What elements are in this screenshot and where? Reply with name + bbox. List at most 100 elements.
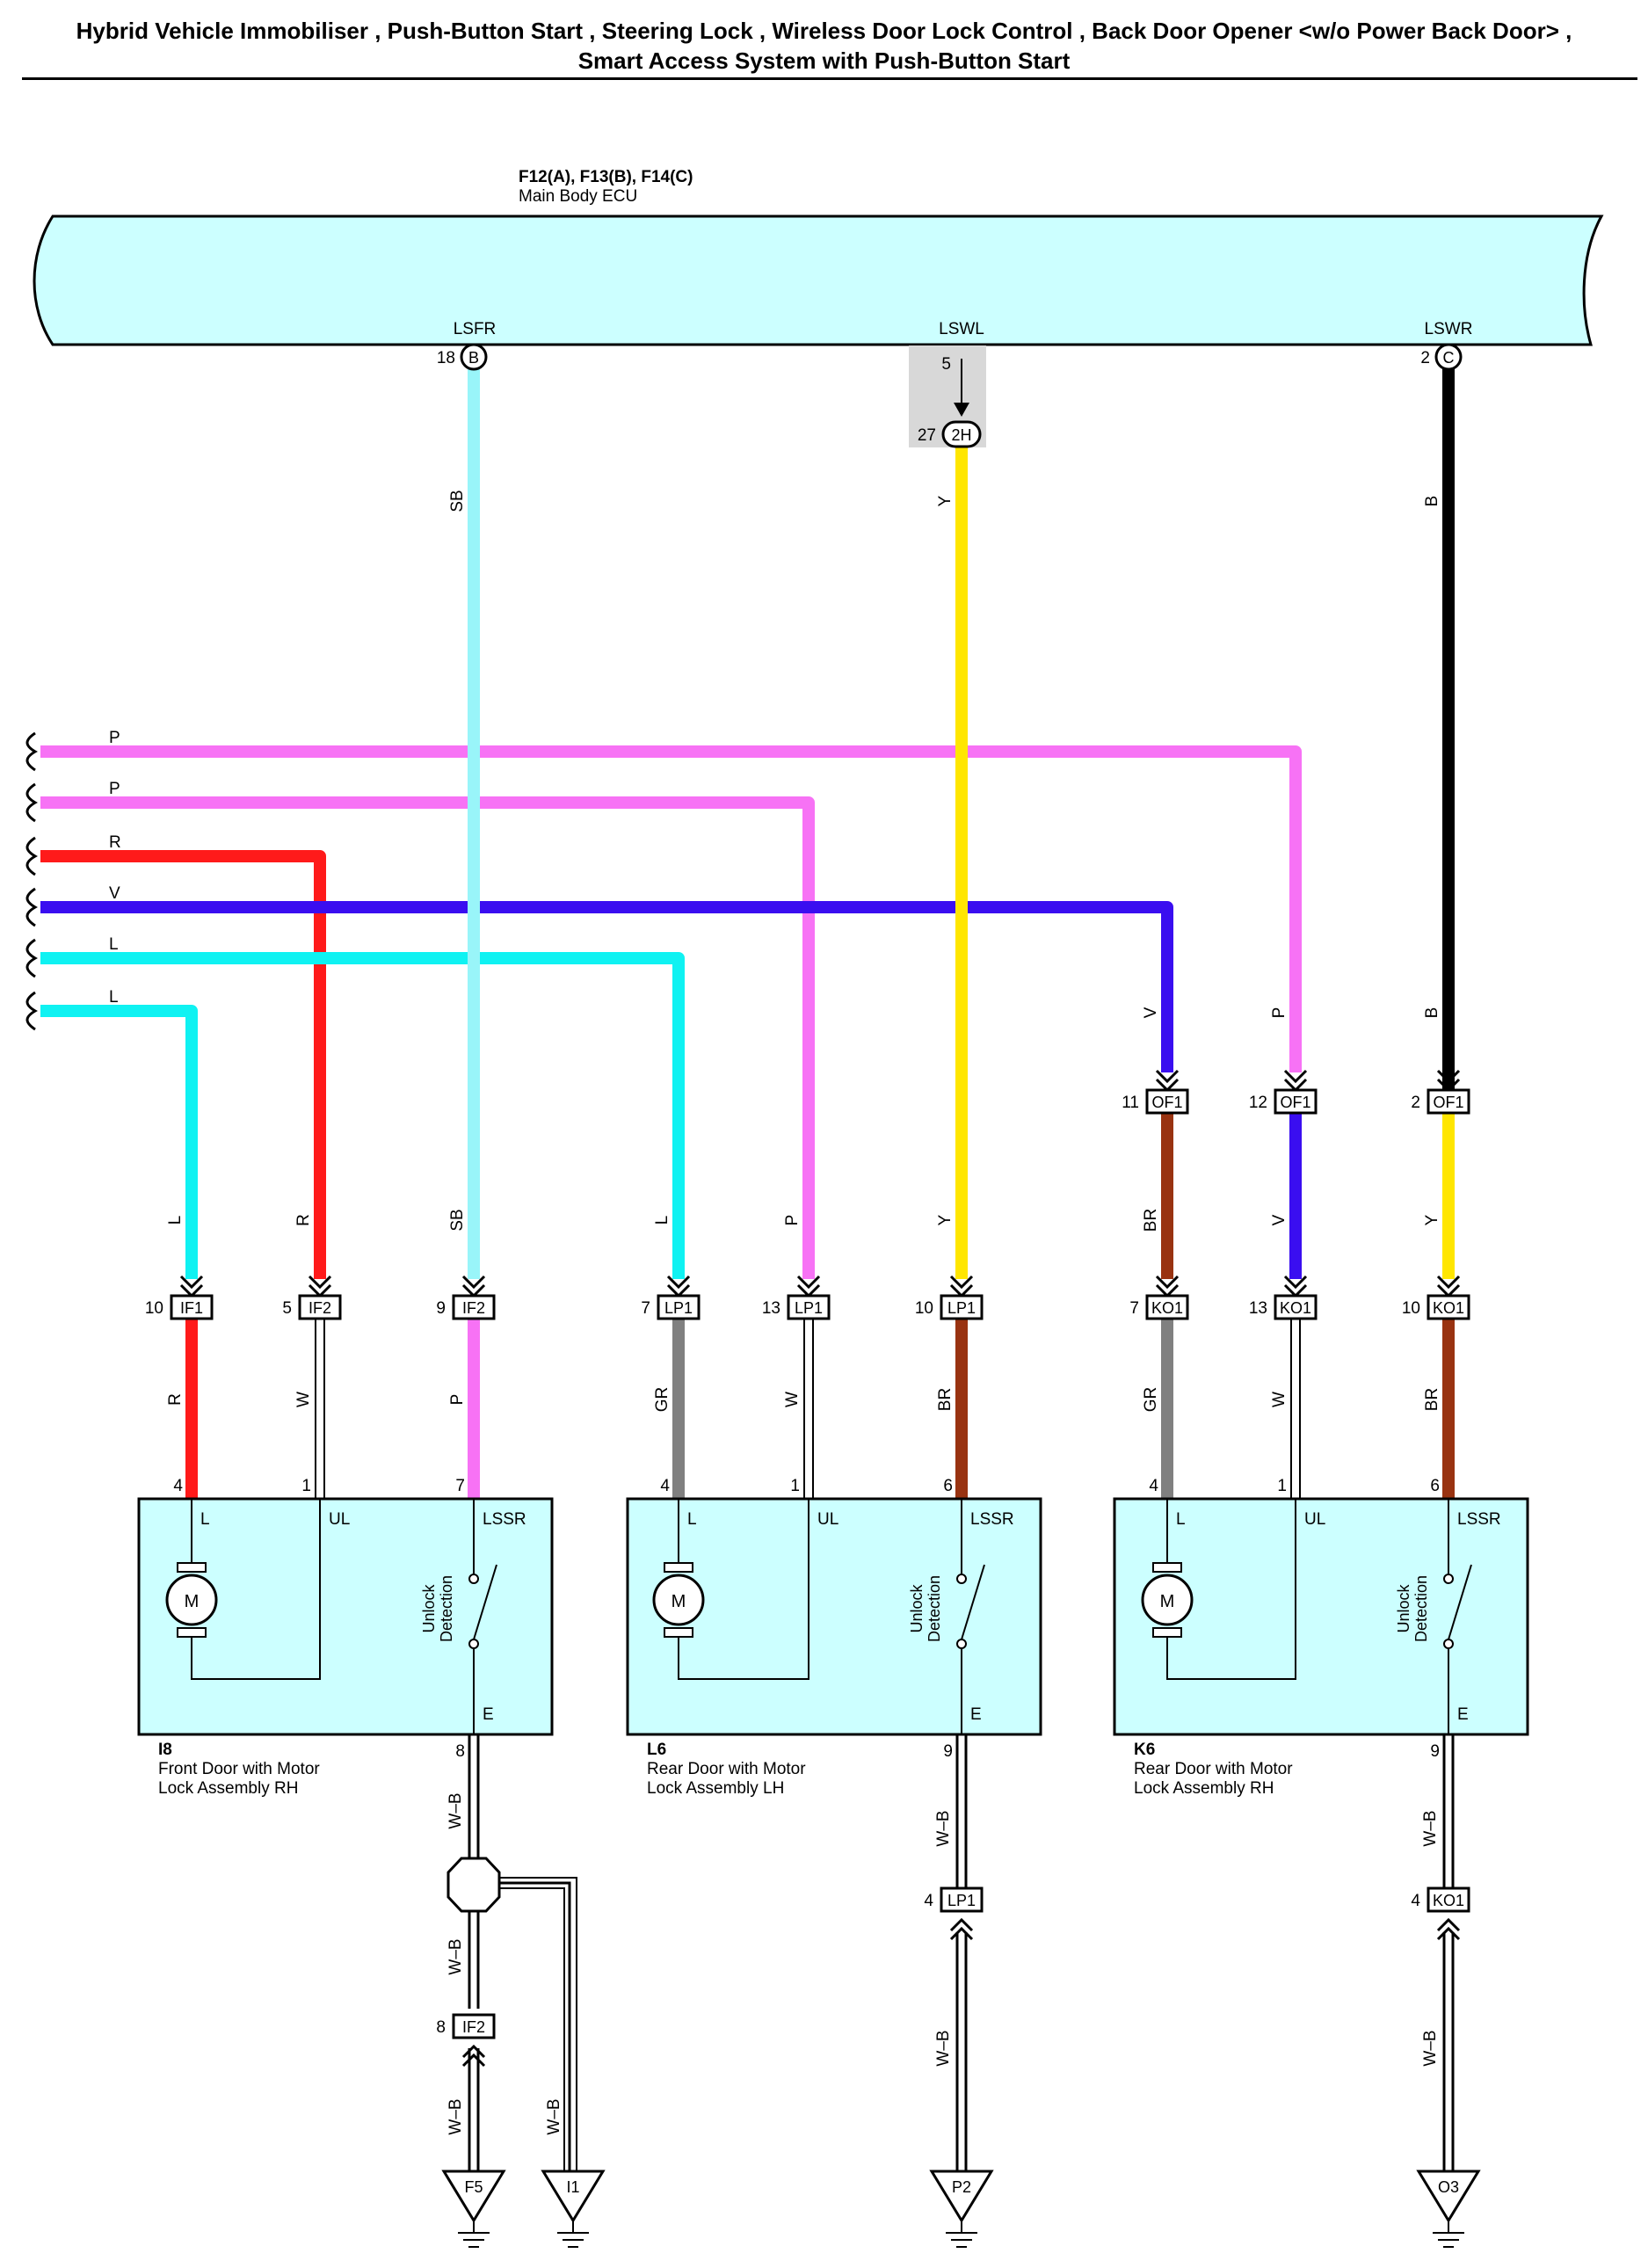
l6-line1: Rear Door with Motor — [647, 1760, 806, 1778]
code-wb-5: W–B — [934, 1810, 953, 1846]
connector-lp1-10: LP1 10 — [915, 1275, 984, 1320]
svg-text:OF1: OF1 — [1151, 1094, 1182, 1111]
l6-pin-9: 9 — [943, 1742, 953, 1761]
svg-text:4: 4 — [1411, 1892, 1420, 1910]
bus-code-l1: L — [109, 935, 119, 954]
svg-text:Detection: Detection — [926, 1575, 943, 1642]
svg-text:11: 11 — [1122, 1094, 1139, 1112]
code-gr-low-l6: GR — [653, 1387, 672, 1413]
code-wb-4: W–B — [545, 2098, 563, 2134]
code-r-i8: R — [294, 1214, 313, 1226]
svg-text:LSSR: LSSR — [970, 1510, 1014, 1529]
k6-line1: Rear Door with Motor — [1134, 1760, 1293, 1778]
svg-text:E: E — [970, 1705, 982, 1724]
ecu-pin-c-conn: C — [1443, 349, 1455, 367]
i8-pin-8: 8 — [455, 1742, 465, 1761]
title-line-2: Smart Access System with Push-Button Sta… — [577, 47, 1071, 74]
ecu-term-lswr: LSWR — [1425, 320, 1473, 338]
svg-text:L: L — [200, 1510, 210, 1529]
ecu-term-lsfr: LSFR — [454, 320, 497, 338]
svg-text:10: 10 — [1402, 1299, 1420, 1318]
ecu-pin-b-num: 18 — [437, 349, 455, 367]
motor-icon — [165, 1574, 218, 1626]
svg-text:9: 9 — [436, 1299, 446, 1318]
ecu-term-lswl: LSWL — [939, 320, 984, 338]
arrow-lswl — [954, 403, 969, 417]
connector-lp1-4: LP1 4 — [924, 1886, 984, 1941]
code-sb-i8: SB — [448, 1209, 467, 1231]
code-v-of: V — [1142, 1007, 1160, 1018]
bus-code-v: V — [109, 884, 120, 903]
svg-text:KO1: KO1 — [1280, 1299, 1311, 1317]
code-gr-low-k6: GR — [1142, 1387, 1160, 1413]
svg-text:LSSR: LSSR — [483, 1510, 526, 1529]
svg-text:E: E — [483, 1705, 494, 1724]
ground-wires — [468, 1734, 1455, 2171]
code-b-upper: B — [1423, 496, 1441, 507]
code-wb-7: W–B — [1421, 1810, 1440, 1846]
code-l-l6: L — [653, 1216, 672, 1225]
svg-text:7: 7 — [641, 1299, 650, 1318]
ground-f5: F5 — [441, 2170, 506, 2248]
ecu-pin-lswl-num: 5 — [941, 355, 951, 374]
svg-text:O3: O3 — [1438, 2178, 1459, 2196]
connector-ko1-10: KO1 10 — [1402, 1275, 1470, 1320]
svg-text:IF2: IF2 — [462, 1299, 485, 1317]
svg-text:Unlock: Unlock — [908, 1583, 926, 1632]
k6-pin-4: 4 — [1149, 1477, 1158, 1495]
bus-wire-v — [40, 901, 1173, 1072]
svg-text:M: M — [672, 1592, 686, 1611]
bus-break-marks — [25, 731, 38, 1031]
svg-text:KO1: KO1 — [1433, 1892, 1464, 1909]
connector-lp1-7: LP1 7 — [641, 1275, 701, 1320]
svg-text:P2: P2 — [952, 2178, 971, 2196]
connector-of1-12: OF1 12 — [1249, 1069, 1318, 1115]
svg-text:5: 5 — [282, 1299, 292, 1318]
svg-text:UL: UL — [1304, 1510, 1325, 1529]
i8-pin-4: 4 — [173, 1477, 183, 1495]
switch-icon — [473, 1564, 497, 1640]
svg-text:Unlock: Unlock — [420, 1583, 438, 1632]
code-wb-1: W–B — [446, 1792, 465, 1828]
l6-pin-4: 4 — [660, 1477, 670, 1495]
svg-text:Detection: Detection — [438, 1575, 455, 1642]
code-sb-upper: SB — [448, 490, 467, 512]
title-rule — [22, 77, 1637, 80]
l6-code: L6 — [647, 1741, 666, 1759]
bus-wire-p1 — [40, 745, 1302, 1072]
code-p-low-i8: P — [448, 1394, 467, 1406]
svg-text:13: 13 — [762, 1299, 780, 1318]
code-wb-6: W–B — [934, 2030, 953, 2066]
svg-text:Unlock: Unlock — [1395, 1583, 1412, 1632]
connector-if2-9: IF2 9 — [436, 1275, 496, 1320]
svg-text:LSSR: LSSR — [1457, 1510, 1501, 1529]
switch-icon — [961, 1564, 985, 1640]
connector-ko1-7: KO1 7 — [1129, 1275, 1189, 1320]
junction-2h-pin: 27 — [918, 426, 936, 445]
code-y-upper: Y — [936, 495, 955, 506]
code-p-l6: P — [783, 1215, 802, 1226]
connector-if2-8: IF2 8 — [436, 2013, 496, 2068]
code-wb-8: W–B — [1421, 2030, 1440, 2066]
module-k6: 4 1 6 L UL LSSR E M Unlock Detection K6 … — [1113, 1477, 1529, 1798]
svg-text:LP1: LP1 — [947, 1299, 976, 1317]
module-i8: 4 1 7 L UL LSSR E M Unlock Detection I8 … — [137, 1477, 554, 1798]
connector-of1-11: OF1 11 — [1122, 1069, 1189, 1115]
switch-icon — [1448, 1564, 1472, 1640]
motor-icon — [652, 1574, 705, 1626]
ecu-box — [33, 214, 1604, 346]
svg-text:10: 10 — [915, 1299, 933, 1318]
i8-pin-1: 1 — [301, 1477, 311, 1495]
connector-if2-5: IF2 5 — [282, 1275, 342, 1320]
svg-text:LP1: LP1 — [947, 1892, 976, 1909]
module-l6: 4 1 6 L UL LSSR E M Unlock Detection L6 … — [626, 1477, 1042, 1798]
svg-text:KO1: KO1 — [1151, 1299, 1183, 1317]
code-l-i8: L — [166, 1216, 185, 1225]
bus-wire-r — [40, 850, 326, 1279]
svg-text:12: 12 — [1249, 1094, 1267, 1112]
svg-text:10: 10 — [145, 1299, 163, 1318]
connector-lp1-13: LP1 13 — [762, 1275, 831, 1320]
svg-text:F5: F5 — [464, 2178, 483, 2196]
page-title: Hybrid Vehicle Immobiliser , Push-Button… — [0, 16, 1648, 76]
